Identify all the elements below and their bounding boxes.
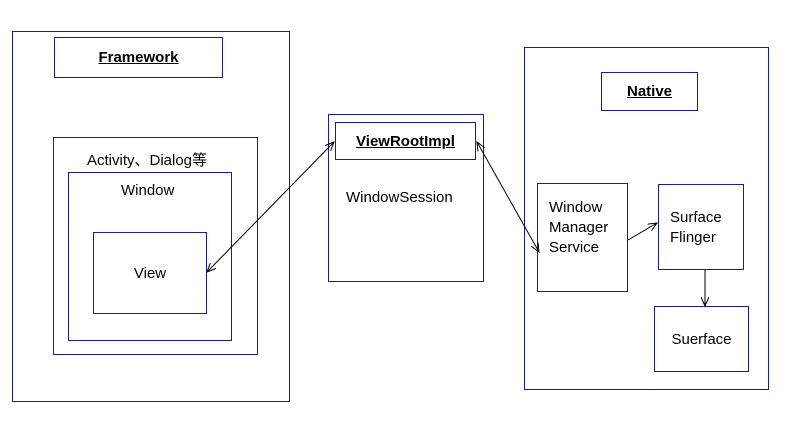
window-manager-service-label: Window Manager Service <box>549 199 609 256</box>
window-label: Window <box>121 182 175 199</box>
view-label: View <box>133 264 167 282</box>
wms-to-flinger-arrow <box>627 223 657 241</box>
surface-label: Suerface <box>671 330 732 348</box>
native-title-box: Native <box>601 72 698 111</box>
viewrootimpl-title-box: ViewRootImpl <box>335 122 476 160</box>
viewrootimpl-to-wms-arrow <box>477 142 539 252</box>
view-box: View <box>93 232 207 314</box>
activity-dialog-label: Activity、Dialog等 <box>87 152 208 169</box>
native-title: Native <box>626 83 673 100</box>
surface-flinger-box <box>658 184 744 270</box>
framework-title-box: Framework <box>54 37 223 78</box>
viewrootimpl-title: ViewRootImpl <box>356 132 455 150</box>
framework-title: Framework <box>98 49 179 66</box>
surface-flinger-label: Surface Flinger <box>670 209 722 246</box>
view-to-viewrootimpl-arrow <box>207 142 334 272</box>
windowsession-label: WindowSession <box>346 189 453 206</box>
